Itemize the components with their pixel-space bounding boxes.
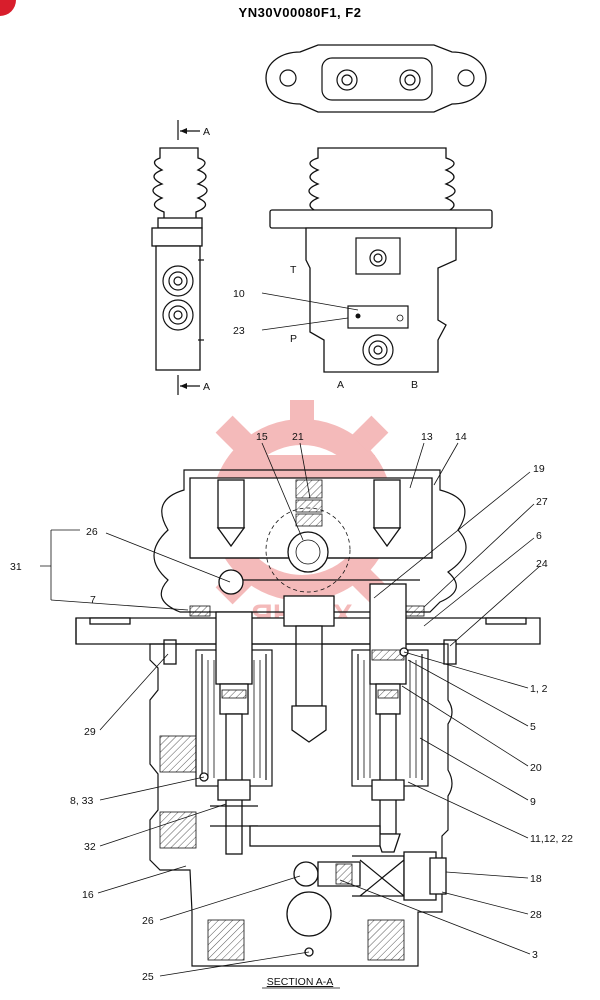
callout-27: 27 xyxy=(536,496,548,508)
callout-leaders xyxy=(40,442,541,977)
callout-5: 5 xyxy=(530,721,536,733)
port-T-label: T xyxy=(290,264,297,276)
valve-side-view-left: A A xyxy=(151,120,210,395)
callout-16: 16 xyxy=(82,889,94,901)
valve-front-view: T P A B 10 23 xyxy=(233,147,493,391)
callout-13: 13 xyxy=(421,431,433,443)
callout-28: 28 xyxy=(530,909,542,921)
port-A-label: A xyxy=(337,379,344,391)
callout-24: 24 xyxy=(536,558,548,570)
section-arrow-bottom-label: A xyxy=(203,381,210,393)
callout-21: 21 xyxy=(292,431,304,443)
diagram-title: YN30V00080F1, F2 xyxy=(239,5,362,20)
callout-8-33: 8, 33 xyxy=(70,795,94,807)
section-arrow-top-label: A xyxy=(203,126,210,138)
callout-29: 29 xyxy=(84,726,96,738)
callout-23: 23 xyxy=(233,325,245,337)
callout-9: 9 xyxy=(530,796,536,808)
callout-7: 7 xyxy=(90,594,96,606)
callout-3: 3 xyxy=(532,949,538,961)
port-P-label: P xyxy=(290,333,297,345)
callout-26-bottom: 26 xyxy=(142,915,154,927)
corner-badge xyxy=(0,0,16,16)
callout-31: 31 xyxy=(10,561,22,573)
callout-10: 10 xyxy=(233,288,245,300)
flange-top-view xyxy=(265,44,487,113)
callout-labels: 15 21 13 14 19 27 6 24 26 31 7 1, 2 29 5… xyxy=(10,431,573,983)
callout-15: 15 xyxy=(256,431,268,443)
callout-19: 19 xyxy=(533,463,545,475)
section-label: SECTION A-A xyxy=(267,976,334,988)
callout-14: 14 xyxy=(455,431,467,443)
callout-32: 32 xyxy=(84,841,96,853)
callout-20: 20 xyxy=(530,762,542,774)
callout-26-top: 26 xyxy=(86,526,98,538)
callout-1-2: 1, 2 xyxy=(530,683,548,695)
callout-11-12-22: 11,12, 22 xyxy=(530,833,573,845)
section-view xyxy=(75,469,541,967)
callout-18: 18 xyxy=(530,873,542,885)
port-B-label: B xyxy=(411,379,418,391)
callout-25: 25 xyxy=(142,971,154,983)
callout-6: 6 xyxy=(536,530,542,542)
